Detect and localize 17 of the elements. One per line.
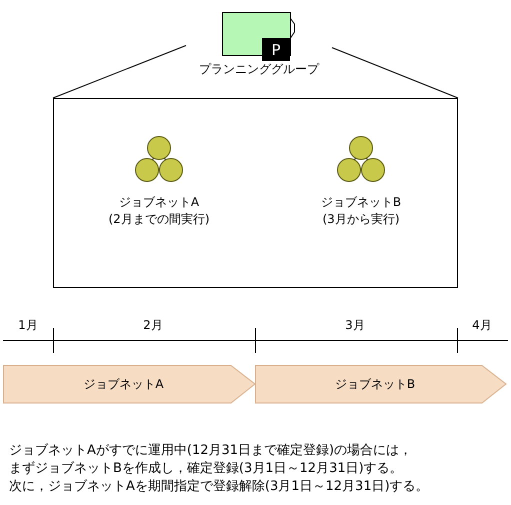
connector-line <box>52 45 186 98</box>
jobnet-label: ジョブネットB <box>320 195 402 210</box>
month-label: 3月 <box>344 318 366 333</box>
jobnet-label: ジョブネットA <box>118 195 200 210</box>
timeline-bar: ジョブネットA <box>3 365 256 404</box>
month-label: 1月 <box>17 318 39 333</box>
jobnet-label: (3月から実行) <box>322 212 400 227</box>
group-label: プランニンググループ <box>198 62 320 76</box>
connector-line <box>332 47 458 98</box>
timeline-bar: ジョブネットB <box>255 365 507 404</box>
note-text: まずジョブネットBを作成し，確定登録(3月1日～12月31日)する。 <box>9 461 403 477</box>
month-label: 4月 <box>471 318 493 333</box>
frame-box <box>53 98 458 288</box>
note-text: 次に，ジョブネットAを期間指定で登録解除(3月1日～12月31日)する。 <box>9 479 429 495</box>
jobnet-label: (2月までの間実行) <box>108 212 210 227</box>
month-label: 2月 <box>142 318 164 333</box>
note-text: ジョブネットAがすでに運用中(12月31日まで確定登録)の場合には， <box>9 443 412 459</box>
